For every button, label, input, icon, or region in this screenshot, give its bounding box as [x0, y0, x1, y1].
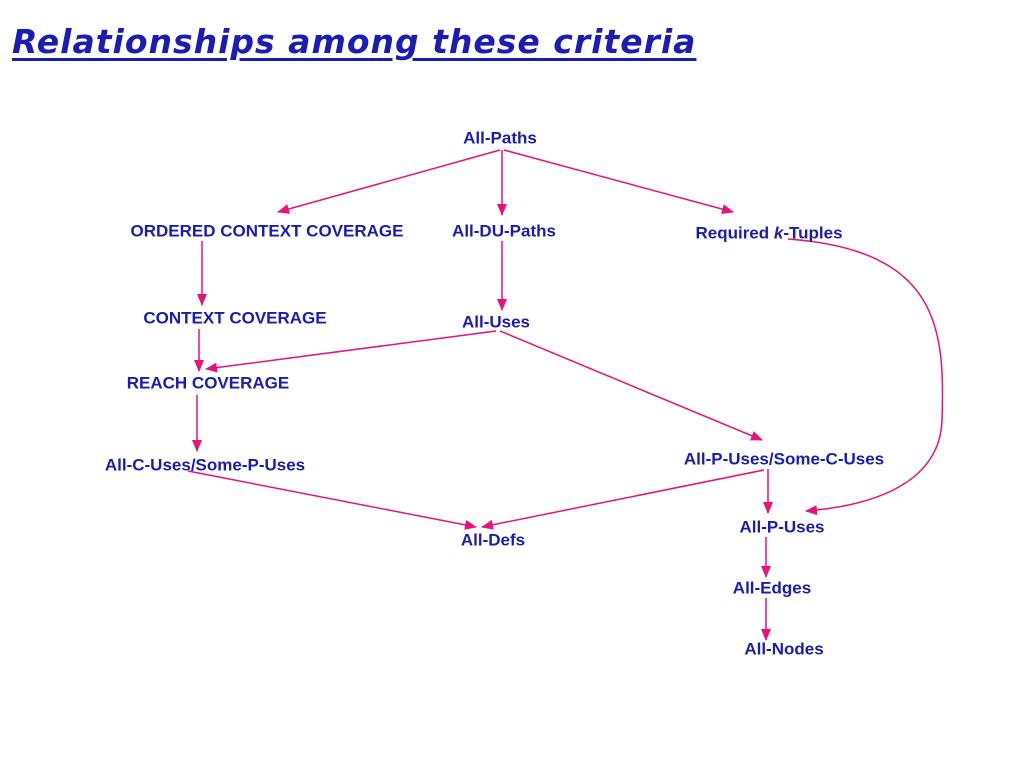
node-reach-coverage: REACH COVERAGE [126, 373, 290, 393]
arrow-all-uses-to-all-p-uses-some-c-uses [499, 330, 763, 441]
node-all-defs: All-Defs [460, 530, 526, 550]
arrow-all-uses-to-reach-coverage [205, 330, 497, 373]
required-k-tuples-k: k [773, 223, 784, 243]
arrow-all-paths-to-ordered-context-coverage [277, 149, 501, 214]
node-all-uses: All-Uses [461, 312, 531, 332]
node-required-k-tuples: Required k-Tuples [695, 225, 842, 242]
arrow-all-p-uses-some-c-uses-to-all-defs [481, 469, 765, 530]
node-all-nodes: All-Nodes [744, 639, 824, 659]
edge-layer [187, 149, 944, 641]
node-context-coverage: CONTEXT COVERAGE [143, 308, 327, 328]
node-all-p-uses-some-c-uses: All-P-Uses/Some-C-Uses [683, 449, 885, 469]
node-all-edges: All-Edges [732, 578, 812, 598]
arrow-required-k-tuples-to-all-p-uses [787, 238, 944, 516]
node-all-paths: All-Paths [463, 128, 537, 148]
node-ordered-context-coverage: ORDERED CONTEXT COVERAGE [130, 221, 404, 241]
arrow-all-c-uses-some-p-uses-to-all-defs [187, 470, 477, 530]
arrow-all-paths-to-required-k-tuples [503, 149, 734, 214]
node-all-p-uses: All-P-Uses [739, 517, 825, 537]
required-k-tuples-prefix: Required [695, 223, 774, 243]
node-all-du-paths: All-DU-Paths [452, 221, 556, 241]
node-all-c-uses-some-p-uses: All-C-Uses/Some-P-Uses [104, 455, 306, 475]
slide-title: Relationships among these criteria [12, 22, 697, 61]
required-k-tuples-suffix: -Tuples [783, 223, 843, 243]
